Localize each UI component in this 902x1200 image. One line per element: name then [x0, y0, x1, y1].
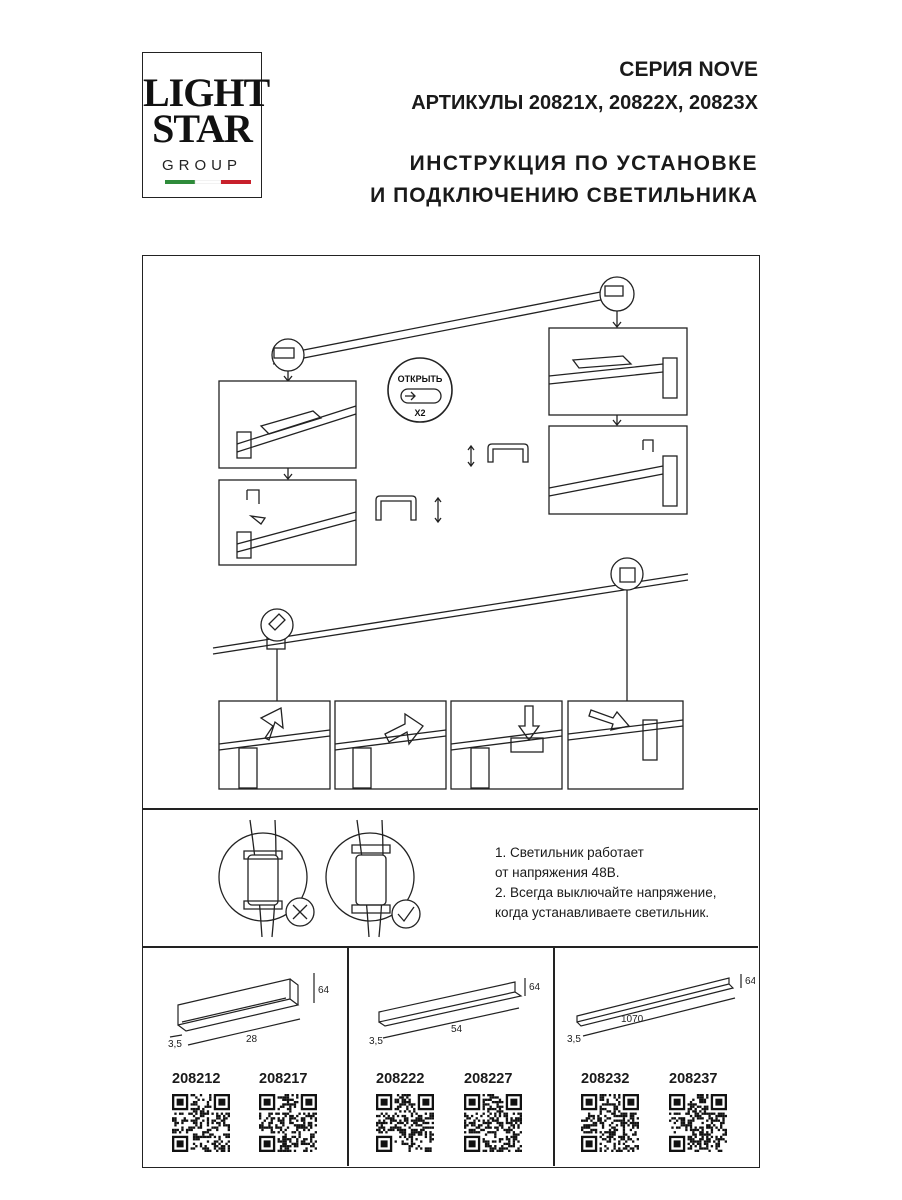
qr-code: [172, 1094, 230, 1152]
column-divider-2: [553, 946, 555, 1166]
instruction-frame: [142, 255, 760, 1168]
logo-group: GROUP: [161, 157, 242, 174]
qr-code: [669, 1094, 727, 1152]
italian-flag-stripe: [165, 180, 251, 184]
logo-light: LIGHT: [143, 70, 270, 115]
open-label: ОТКРЫТЬ: [398, 374, 443, 384]
note-line-3: 2. Всегда выключайте напряжение,: [495, 885, 717, 900]
product-drawing-2: 54 3,5 64: [369, 978, 541, 1047]
brand-logo: LIGHT STAR GROUP: [142, 52, 270, 198]
safety-notes: 1. Светильник работает от напряжения 48В…: [495, 843, 716, 923]
dim-height: 64: [529, 982, 541, 993]
note-line-1: 1. Светильник работает: [495, 845, 644, 860]
section-divider-2: [143, 946, 758, 948]
dim-length: 28: [246, 1034, 258, 1045]
product-code: 208232: [581, 1071, 630, 1087]
dim-height: 64: [318, 985, 330, 996]
qr-code: [464, 1094, 522, 1152]
dim-length: 1070: [621, 1014, 644, 1025]
doc-title-line1: ИНСТРУКЦИЯ ПО УСТАНОВКЕ: [409, 152, 758, 175]
dim-depth: 3,5: [369, 1036, 383, 1047]
dim-length: 54: [451, 1024, 463, 1035]
dim-depth: 3,5: [567, 1034, 581, 1045]
product-code: 208212: [172, 1071, 221, 1087]
product-drawing-1: 28 3,5 64: [168, 973, 330, 1050]
product-code: 208237: [669, 1071, 718, 1087]
qr-code: [376, 1094, 434, 1152]
note-line-4: когда устанавливаете светильник.: [495, 905, 710, 920]
product-code: 208227: [464, 1071, 513, 1087]
column-divider-1: [347, 946, 349, 1166]
times-label: X2: [414, 408, 425, 418]
qr-code: [581, 1094, 639, 1152]
section-divider-1: [143, 808, 758, 810]
articles-line: АРТИКУЛЫ 20821X, 20822X, 20823X: [411, 92, 758, 114]
dim-depth: 3,5: [168, 1039, 182, 1050]
orientation-diagram: [218, 819, 421, 938]
product-code: 208217: [259, 1071, 308, 1087]
installation-diagram: ОТКРЫТЬ X2: [212, 276, 689, 790]
product-code: 208222: [376, 1071, 425, 1087]
doc-title-line2: И ПОДКЛЮЧЕНИЮ СВЕТИЛЬНИКА: [370, 184, 758, 207]
qr-code: [259, 1094, 317, 1152]
series-title: СЕРИЯ NOVE: [619, 58, 758, 81]
note-line-2: от напряжения 48В.: [495, 865, 620, 880]
dim-height: 64: [745, 976, 755, 987]
logo-star: STAR: [152, 106, 253, 151]
product-drawing-3: 1070 3,5 64: [567, 974, 755, 1045]
